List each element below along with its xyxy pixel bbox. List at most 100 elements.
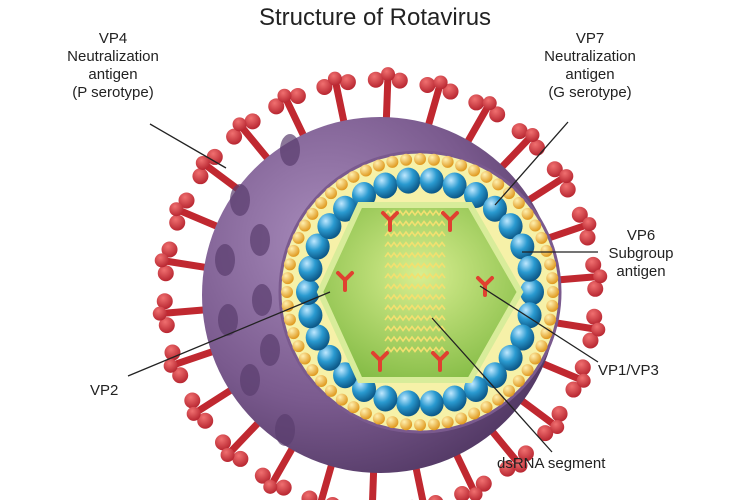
spike-lobe xyxy=(215,434,232,451)
vp6-bead xyxy=(517,255,542,282)
vp1-vp3-complex xyxy=(441,211,459,232)
spike-lobe xyxy=(511,123,528,140)
vp6-bead xyxy=(442,385,467,412)
vp7-bead xyxy=(468,407,481,420)
spike-lobe xyxy=(254,467,271,484)
vp6-bead xyxy=(317,213,342,240)
spike-lobe xyxy=(546,161,563,178)
capsid-pore xyxy=(240,364,260,396)
vp7-bead xyxy=(400,418,413,431)
dsrna-segment xyxy=(384,325,446,332)
label-vp7-line: Neutralization xyxy=(544,48,636,65)
label-vp7-line: VP7 xyxy=(575,30,605,47)
spike xyxy=(449,444,492,500)
spike-lobe xyxy=(275,479,292,496)
vp7-bead xyxy=(283,258,296,271)
vp7-bead xyxy=(455,159,468,172)
vp6-bead xyxy=(333,195,358,222)
vp7-bead xyxy=(492,393,505,406)
vp6-bead xyxy=(482,195,507,222)
vp7-bead xyxy=(512,197,525,210)
label-vp4-line: VP4 xyxy=(98,30,128,47)
spike-lobe xyxy=(391,72,408,89)
leader-lines xyxy=(127,121,599,453)
spike-lobe xyxy=(381,67,396,82)
vp7-bead xyxy=(535,231,548,244)
vp7-bead xyxy=(529,219,542,232)
capsid-pore xyxy=(275,414,295,446)
spike xyxy=(533,357,591,398)
spike-lobe xyxy=(551,405,568,422)
spike-lobe xyxy=(152,306,167,321)
spike xyxy=(460,94,506,151)
vp7-bead xyxy=(347,401,360,414)
leader-vp2 xyxy=(127,291,331,377)
vp7-bead xyxy=(347,170,360,183)
vp7-bead xyxy=(535,340,548,353)
spike xyxy=(215,414,267,467)
vp7-bead xyxy=(540,244,553,257)
spike-lobe xyxy=(528,139,545,156)
vp7-bead xyxy=(306,207,319,220)
dsrna-segment xyxy=(384,251,446,259)
label-vp4: VP4 Neutralization antigen (P serotype) xyxy=(58,30,168,102)
vp7-bead xyxy=(306,364,319,377)
spike-lobe xyxy=(178,192,195,209)
vp7-bead xyxy=(455,412,468,425)
vp7-bead xyxy=(546,299,559,312)
vp7-bead xyxy=(544,313,557,326)
spike xyxy=(184,382,241,429)
capsid-pore xyxy=(230,184,250,216)
vp1-vp3-complex xyxy=(381,211,399,232)
vp7-bead xyxy=(547,286,559,298)
vp6-bead xyxy=(498,213,523,240)
spike xyxy=(493,123,545,176)
capsid-pore xyxy=(215,244,235,276)
spike xyxy=(268,87,311,146)
spike-lobe xyxy=(197,412,214,429)
label-vp7-line: (G serotype) xyxy=(548,84,632,101)
capsid-pore xyxy=(218,304,238,336)
spike-lobe xyxy=(513,458,528,473)
vp7-bead xyxy=(292,340,305,353)
vp7-bead xyxy=(427,153,440,166)
spike-lobe xyxy=(582,217,597,232)
leader-vp1vp3 xyxy=(479,285,599,363)
spike-lobe xyxy=(163,358,178,373)
spike-lobe xyxy=(489,106,506,123)
spike-lobe xyxy=(186,406,201,421)
label-vp6: VP6 Subgroup antigen xyxy=(596,227,686,281)
vp7-bead xyxy=(298,352,311,365)
vp6-bead xyxy=(305,233,330,260)
spike-lobe xyxy=(289,87,306,104)
spike-lobe xyxy=(565,381,582,398)
spike-lobe xyxy=(169,202,184,217)
vp1-vp3-complex xyxy=(476,276,494,297)
vp7-bead xyxy=(546,272,559,285)
vp7-bead xyxy=(359,407,372,420)
spike-lobe xyxy=(582,332,599,349)
label-vp6-line: VP6 xyxy=(626,227,656,244)
vp1-vp3-complex xyxy=(371,351,389,372)
vp7-bead xyxy=(441,416,454,429)
vp7-bead xyxy=(386,416,399,429)
capsid-pore xyxy=(280,134,300,166)
spike-lobe xyxy=(195,155,210,170)
spike-lobe xyxy=(316,78,333,95)
spike xyxy=(152,293,215,334)
vp6-bead xyxy=(317,344,342,371)
spike-lobe xyxy=(192,168,209,185)
dsrna-segment xyxy=(384,283,446,290)
inner-core-vp2 xyxy=(316,202,524,383)
spike-lobe xyxy=(574,359,591,376)
dsrna-segment xyxy=(384,272,446,280)
spike-lobe xyxy=(499,460,516,477)
spike xyxy=(169,192,227,233)
vp7-bead xyxy=(292,231,305,244)
spike-lobe xyxy=(154,253,169,268)
vp1-vp3-complexes xyxy=(336,211,494,372)
vp6-bead xyxy=(396,167,421,194)
vp7-bead xyxy=(427,418,440,431)
vp7-bead xyxy=(335,178,348,191)
